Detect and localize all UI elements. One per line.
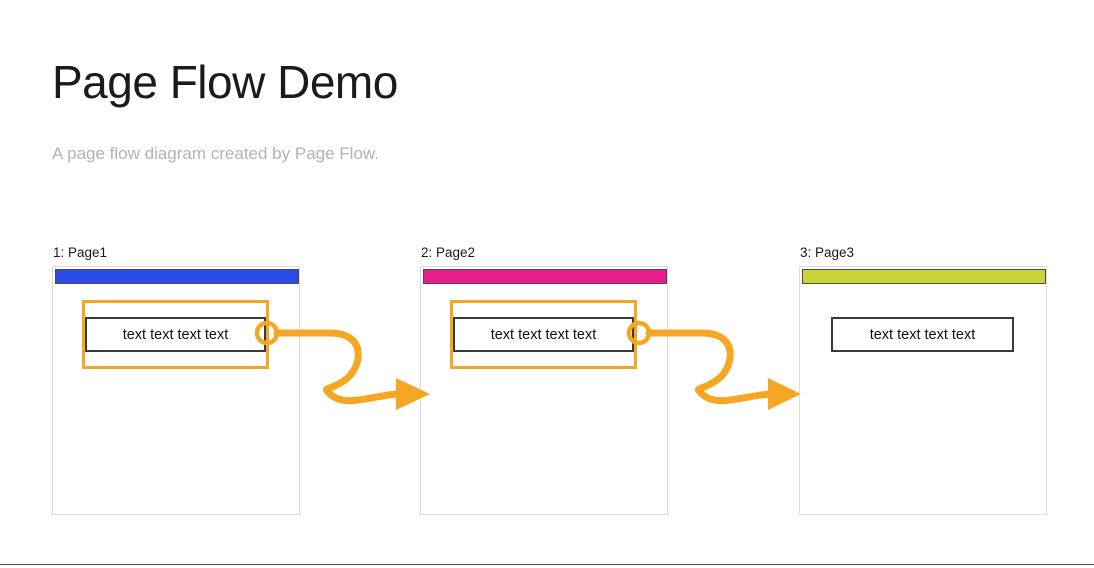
- page-subtitle: A page flow diagram created by Page Flow…: [52, 144, 379, 163]
- content-text-box-page3[interactable]: text text text text: [831, 317, 1014, 352]
- page-header-bar-page3: [802, 269, 1046, 284]
- connector-arrowhead-2: [768, 378, 801, 410]
- page-card-label-page2: 2: Page2: [421, 245, 476, 260]
- page-card-label-page1: 1: Page1: [53, 245, 108, 260]
- page-header-bar-page1: [55, 269, 299, 284]
- page-card-page1[interactable]: 1: Page1 text text text text: [52, 245, 300, 515]
- page-card-page2[interactable]: 2: Page2 text text text text: [420, 245, 668, 515]
- page-header-bar-page2: [423, 269, 667, 284]
- page-card-label-page3: 3: Page3: [800, 245, 855, 260]
- page-title: Page Flow Demo: [52, 56, 398, 108]
- page-card-page3[interactable]: 3: Page3 text text text text: [799, 245, 1047, 515]
- content-text-box-page1[interactable]: text text text text: [85, 317, 266, 352]
- content-text-box-page2[interactable]: text text text text: [453, 317, 634, 352]
- footer-divider: [0, 564, 1094, 565]
